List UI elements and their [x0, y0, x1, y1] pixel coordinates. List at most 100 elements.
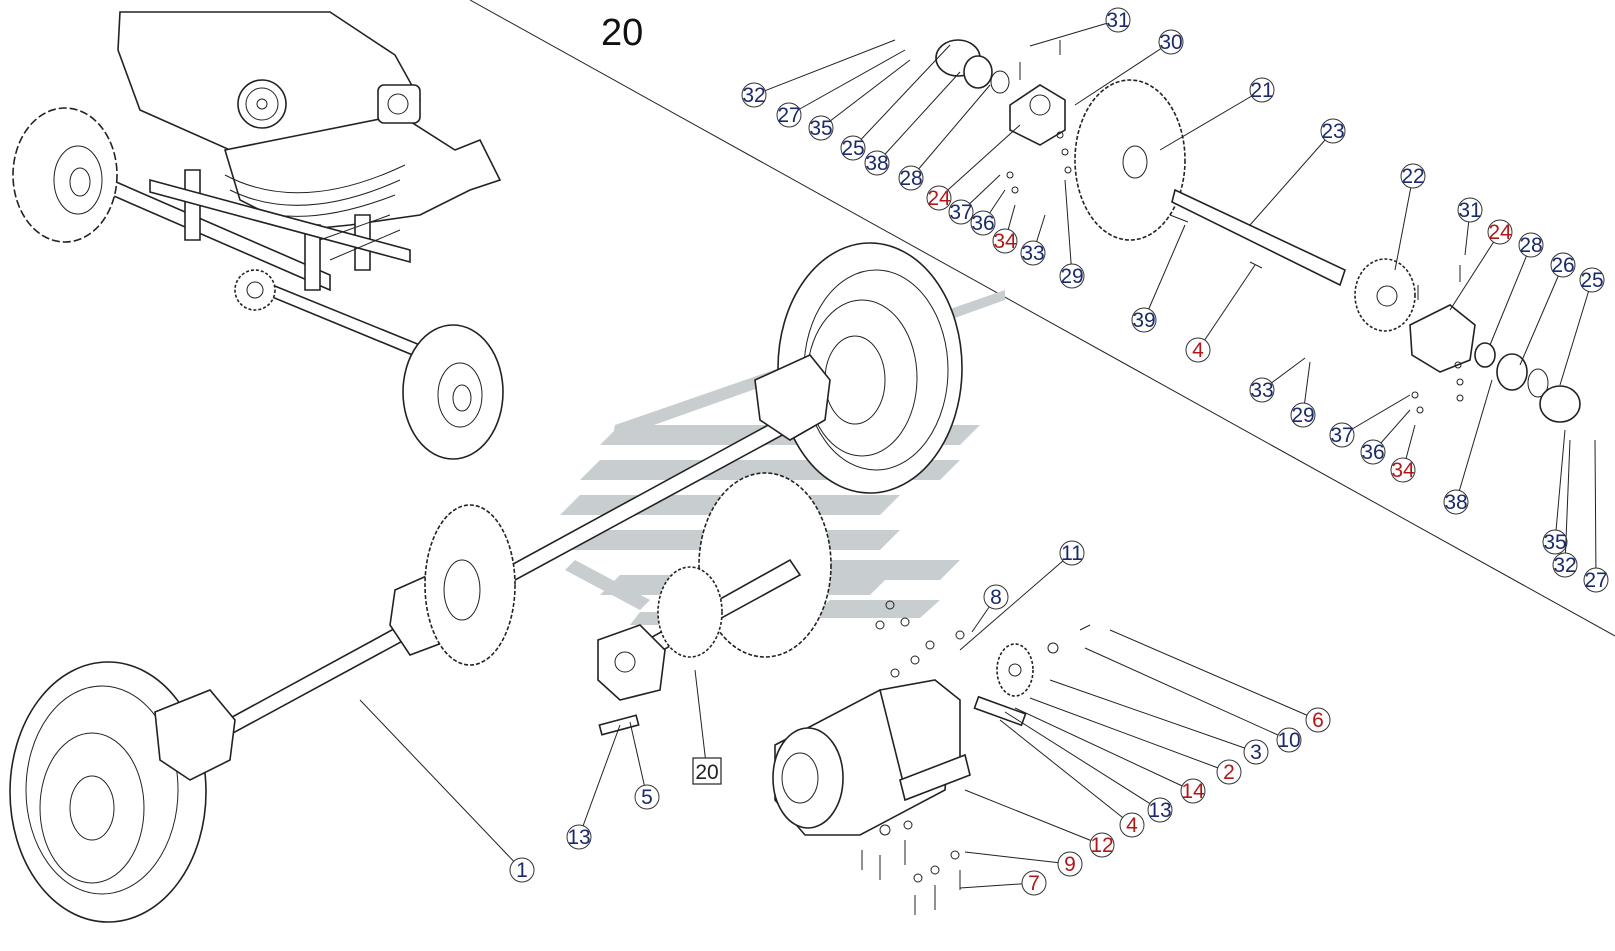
callout-circle	[1089, 832, 1115, 858]
callout-circle	[1290, 402, 1316, 428]
leader-line	[1559, 279, 1593, 386]
callout-circle	[1518, 232, 1544, 258]
big-wheel-left	[9, 661, 207, 923]
leader-line	[788, 49, 906, 116]
callout-circle	[1390, 457, 1416, 483]
callout-circle	[864, 150, 890, 176]
callout-circle	[509, 857, 535, 883]
leader-line	[1564, 439, 1571, 566]
callout-c38a: 38	[864, 71, 961, 176]
callout-circle	[1185, 337, 1211, 363]
callout-c10: 10	[1084, 647, 1302, 753]
callout-c28a: 28	[898, 84, 991, 191]
callout-number: 32	[1553, 554, 1576, 577]
callout-c4b: 4	[999, 719, 1145, 838]
callout-number: 32	[742, 84, 765, 107]
callout-c24b: 24	[1449, 219, 1513, 311]
callout-number: 5	[641, 786, 653, 809]
callout-number: 13	[1148, 799, 1171, 822]
callout-circle	[1021, 870, 1047, 896]
callout-circle	[1216, 759, 1242, 785]
callout-circle	[1579, 267, 1605, 293]
callout-c38b: 38	[1443, 379, 1493, 515]
callout-circle	[741, 82, 767, 108]
motor-sprocket	[996, 643, 1034, 697]
callout-circle	[970, 210, 996, 236]
callout-number: 36	[971, 212, 994, 235]
callout-number: 1	[516, 859, 528, 882]
callout-circle	[1249, 377, 1275, 403]
leader-line	[1519, 264, 1564, 366]
leader-line	[876, 71, 961, 164]
callout-circle	[1457, 197, 1483, 223]
callout-number: 28	[899, 167, 922, 190]
callout-circle	[1057, 851, 1083, 877]
callout-c8: 8	[971, 584, 1009, 633]
leader-line	[578, 724, 621, 838]
callout-c25a: 25	[840, 44, 951, 161]
callout-circle	[1059, 263, 1085, 289]
leader-line	[1594, 439, 1597, 581]
callout-number: 33	[1021, 242, 1044, 265]
callout-circle	[566, 824, 592, 850]
callout-c32b: 32	[1552, 439, 1578, 578]
leader-line	[1004, 711, 1161, 811]
callout-c6: 6	[1109, 629, 1331, 733]
leader-line	[1489, 244, 1532, 346]
callout-number: 35	[809, 117, 832, 140]
callout-number: 35	[1543, 531, 1566, 554]
callout-c36a: 36	[970, 189, 1006, 236]
callout-circle	[1276, 727, 1302, 753]
callout-circle	[1487, 219, 1513, 245]
callout-c22: 22	[1394, 163, 1426, 271]
callout-number: 27	[1584, 569, 1607, 592]
leader-line	[820, 59, 911, 129]
callout-c39: 39	[1131, 224, 1186, 333]
callout-number: 34	[993, 230, 1017, 253]
callout-c34a: 34	[992, 204, 1018, 254]
callout-c24a: 24	[926, 124, 1021, 211]
callout-c35a: 35	[808, 59, 911, 141]
callout-number: 31	[1458, 199, 1481, 222]
callout-c28b: 28	[1489, 232, 1544, 346]
leader-line	[1064, 179, 1073, 277]
callout-c14: 14	[1014, 707, 1206, 804]
callout-number: 21	[1250, 79, 1273, 102]
callout-number: 28	[1519, 234, 1542, 257]
callout-c27b: 27	[1583, 439, 1609, 593]
callout-circle	[1249, 77, 1275, 103]
callout-circle	[840, 135, 866, 161]
callout-c9: 9	[964, 851, 1083, 877]
callout-circle	[1329, 422, 1355, 448]
callout-circle	[1552, 552, 1578, 578]
callout-c31a: 31	[1029, 7, 1131, 47]
right-wheel-small	[402, 324, 504, 460]
leader-line	[1143, 224, 1186, 321]
callout-number: 12	[1090, 834, 1113, 857]
callout-c26: 26	[1519, 252, 1576, 366]
callout-circle	[1147, 797, 1173, 823]
figure-number: 20	[601, 12, 643, 54]
section-divider-line	[469, 0, 1615, 637]
gear-motor	[772, 643, 1034, 836]
hopper-pulley	[237, 79, 287, 129]
callout-c29b: 29	[1290, 361, 1316, 428]
callout-c35b: 35	[1542, 429, 1568, 555]
callout-number: 31	[1106, 9, 1129, 32]
callout-number: 13	[567, 826, 590, 849]
callout-number: 24	[927, 187, 951, 210]
callout-number: 29	[1291, 404, 1314, 427]
callout-circle	[1158, 29, 1184, 55]
leader-line	[1249, 130, 1334, 226]
callout-number: 25	[1580, 269, 1603, 292]
callout-c34b: 34	[1390, 424, 1416, 483]
leader-line	[1197, 264, 1256, 351]
callout-number: 23	[1321, 120, 1344, 143]
callout-number: 27	[777, 104, 800, 127]
callout-number: 7	[1028, 872, 1040, 895]
leader-line	[1394, 175, 1414, 271]
callout-circle	[926, 185, 952, 211]
callout-number: 29	[1060, 265, 1083, 288]
callout-circle	[1119, 812, 1145, 838]
